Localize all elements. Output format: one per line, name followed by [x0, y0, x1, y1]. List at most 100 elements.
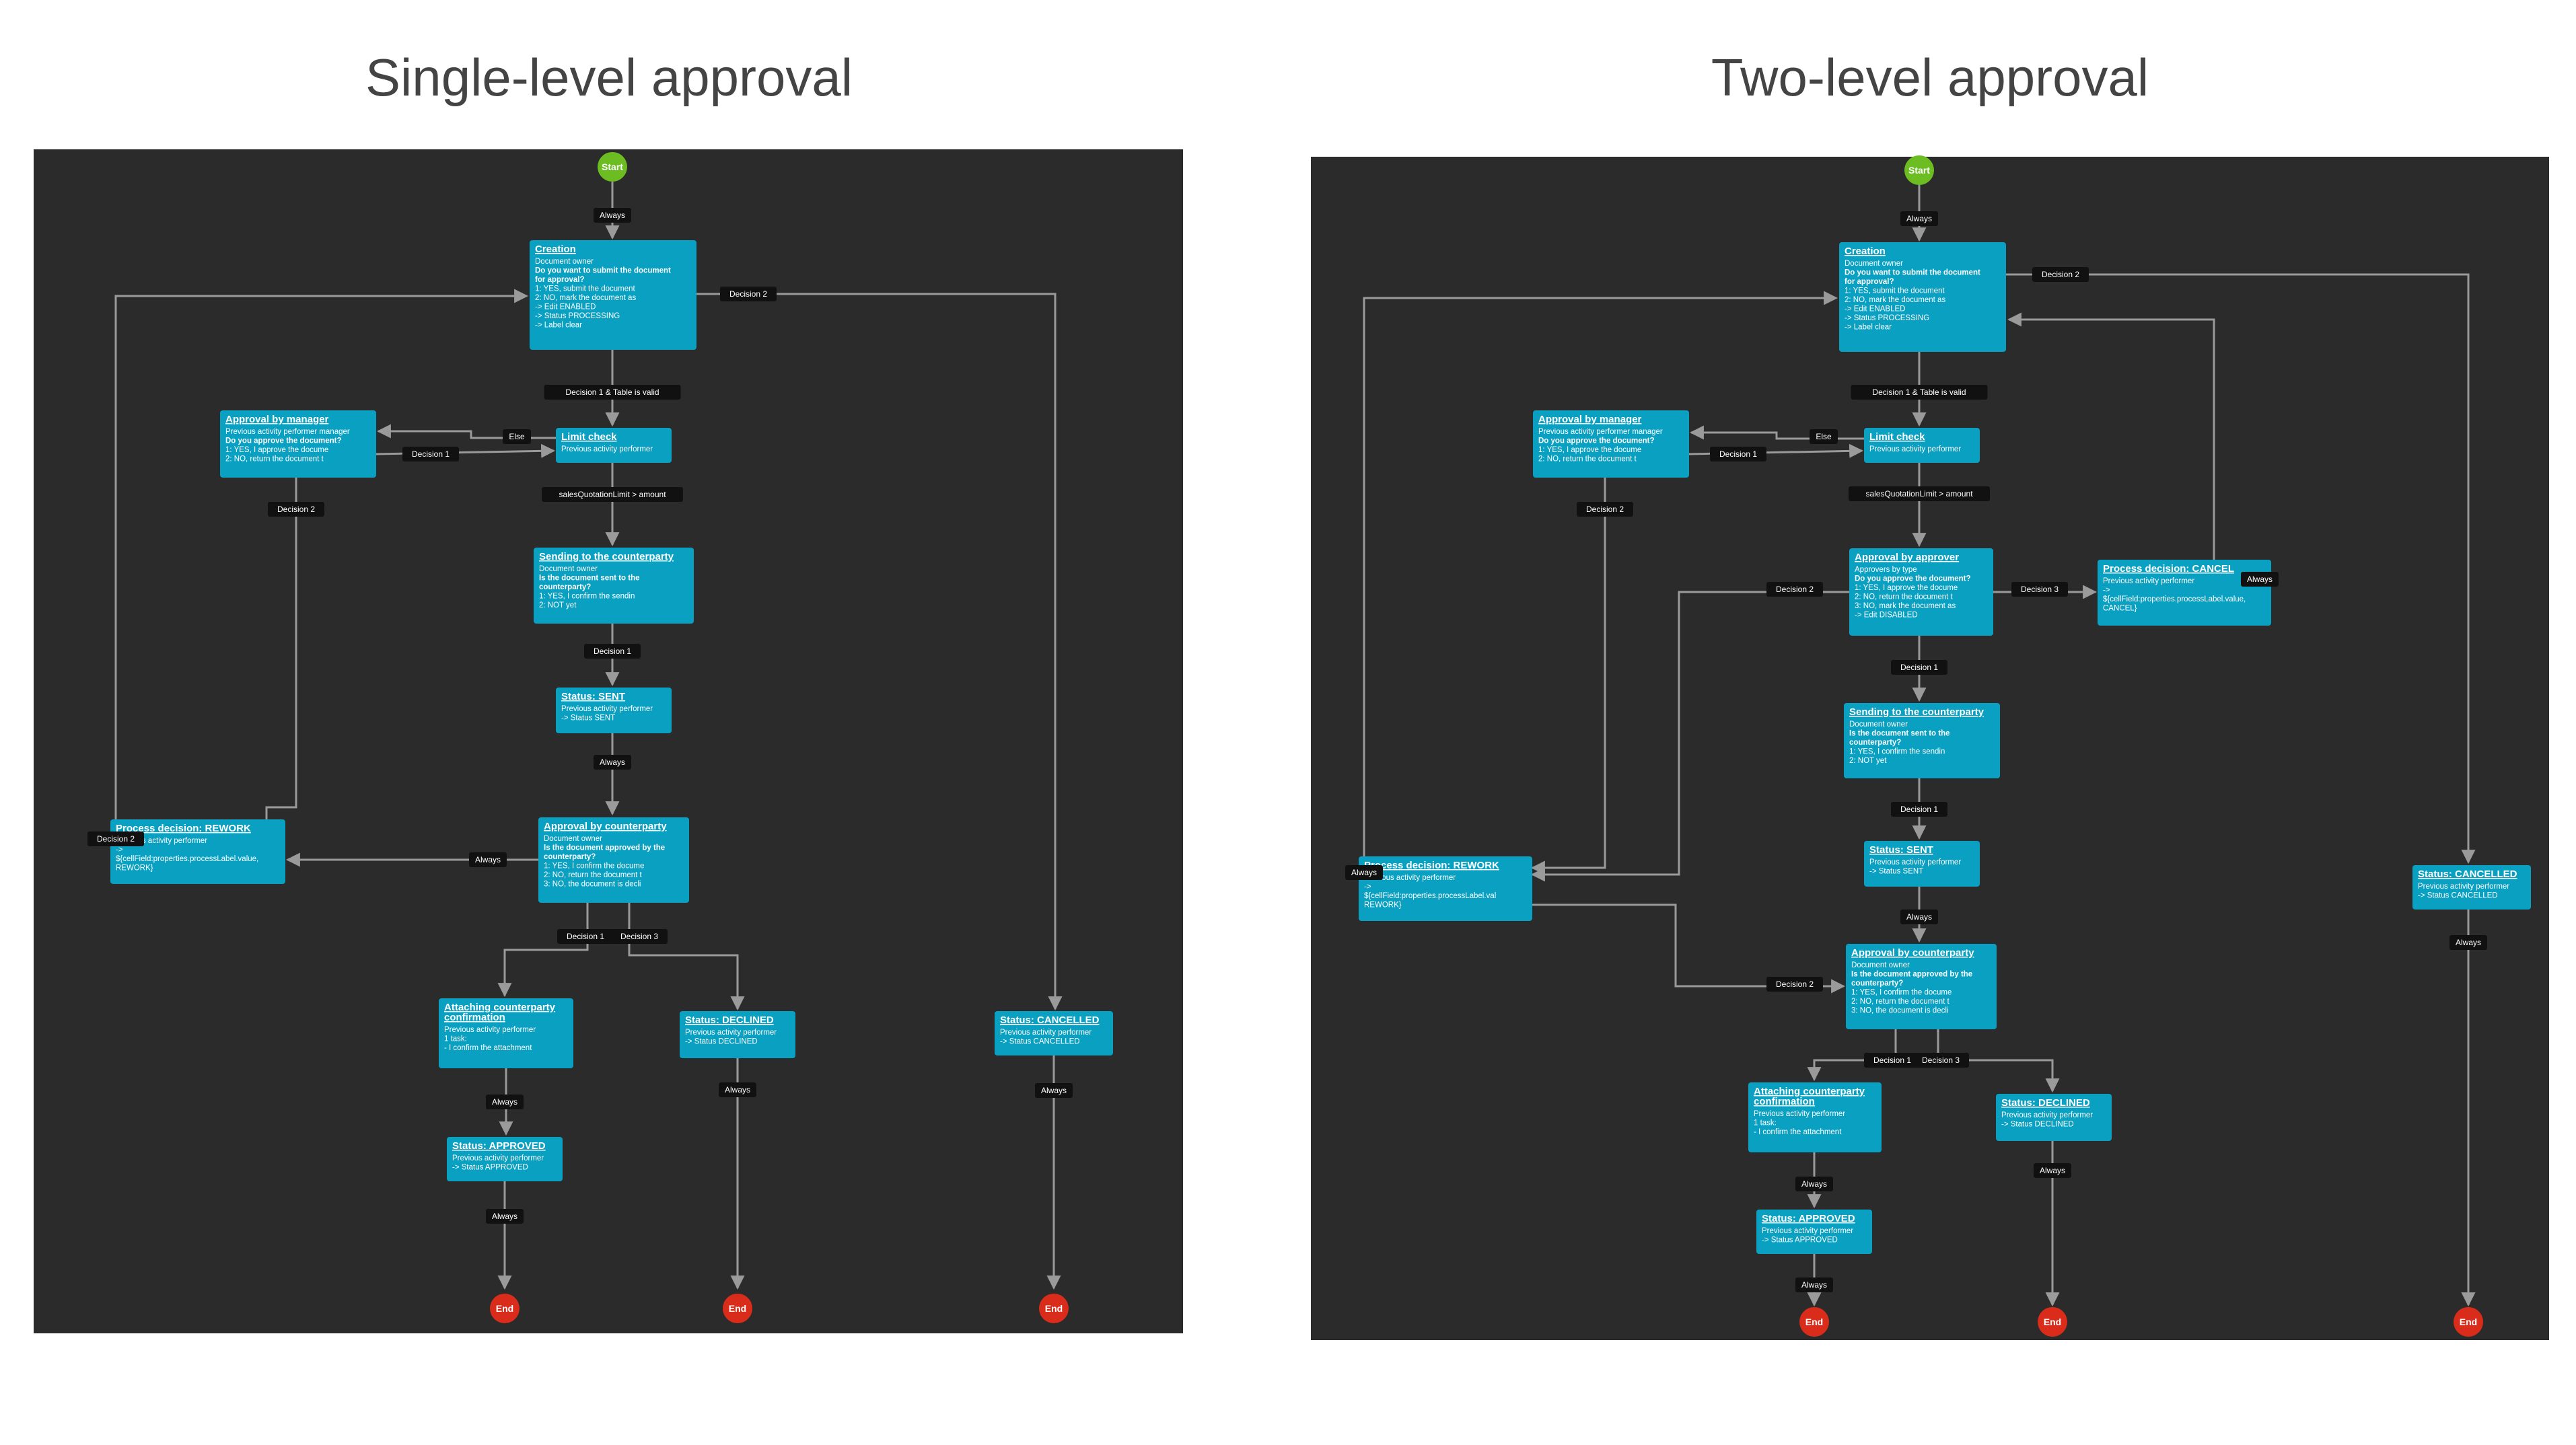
single-node-line-sending-1: Is the document sent to the [539, 575, 640, 583]
single-node-line-approved-0: Previous activity performer [452, 1154, 544, 1162]
two-node-line-attaching-2: - I confirm the attachment [1754, 1128, 1842, 1136]
two-edge-label-bg-7 [1766, 582, 1823, 597]
two-start-node[interactable]: Start [1904, 155, 1934, 185]
two-edge-label-bg-1 [2032, 267, 2089, 282]
single-edge-label-12: Decision 3 [611, 929, 668, 944]
two-node-line-sending-1: Is the document sent to the [1849, 730, 1950, 738]
two-edge-label-bg-8 [2011, 582, 2068, 597]
two-node-line-cancel-3: CANCEL} [2103, 605, 2137, 613]
two-edge-label-bg-19 [2034, 1163, 2071, 1178]
single-node-line-creation-2: for approval? [535, 276, 584, 284]
two-node-line-attaching-1: 1 task: [1754, 1119, 1777, 1127]
two-node-title-cancelled: Status: CANCELLED [2418, 868, 2517, 880]
single-node-box-approved [447, 1137, 563, 1181]
two-end-node-2[interactable]: End [2454, 1307, 2483, 1337]
single-end-label-1: End [729, 1303, 746, 1314]
single-node-line-creation-0: Document owner [535, 258, 594, 266]
two-node-line-counterparty-2: counterparty? [1851, 979, 1903, 988]
single-end-node-2[interactable]: End [1039, 1294, 1069, 1323]
two-edge-label-text-12: Always [1906, 912, 1932, 922]
single-node-box-limit [556, 428, 672, 463]
two-start-circle [1904, 155, 1934, 185]
single-node-line-counterparty-3: 1: YES, I confirm the docume [544, 862, 644, 870]
single-edge-label-bg-4 [402, 447, 459, 461]
single-edge-label-14: Always [486, 1209, 524, 1224]
single-node-line-sent-0: Previous activity performer [561, 705, 653, 713]
single-end-node-0[interactable]: End [490, 1294, 520, 1323]
two-node-attaching[interactable]: Attaching counterpartyconfirmationPrevio… [1748, 1082, 1882, 1152]
two-end-node-0[interactable]: End [1799, 1307, 1829, 1337]
two-edge-label-15: Decision 1 [1864, 1053, 1921, 1068]
two-node-box-approver [1849, 548, 1993, 636]
single-end-label-0: End [496, 1303, 513, 1314]
single-node-line-creation-1: Do you want to submit the document [535, 267, 671, 275]
single-node-line-creation-7: -> Label clear [535, 322, 582, 330]
single-node-attaching[interactable]: Attaching counterpartyconfirmationPrevio… [439, 998, 573, 1068]
two-edge-16 [1937, 1029, 2060, 1093]
two-edge-label-4: Decision 1 [1710, 447, 1766, 461]
two-edge-5 [1530, 478, 1606, 875]
two-edge-label-7: Decision 2 [1766, 582, 1823, 597]
two-node-line-counterparty-0: Document owner [1851, 961, 1910, 969]
two-edge-label-bg-4 [1710, 447, 1766, 461]
two-node-box-rework [1359, 856, 1532, 921]
single-edge-12 [628, 903, 745, 1011]
two-node-line-creation-3: 1: YES, submit the document [1845, 287, 1945, 295]
single-edge-label-bg-15 [719, 1082, 756, 1097]
single-node-title-creation: Creation [535, 244, 576, 255]
single-start-node[interactable]: Start [598, 152, 627, 182]
single-node-title-limit: Limit check [561, 431, 617, 443]
single-start-circle [598, 152, 627, 182]
two-node-box-sent [1864, 841, 1980, 887]
two-edge-14 [1532, 903, 1846, 994]
single-node-line-cancelled-1: -> Status CANCELLED [1000, 1038, 1080, 1046]
single-edge-label-text-15: Always [725, 1085, 750, 1095]
single-node-line-cancelled-0: Previous activity performer [1000, 1029, 1092, 1037]
single-edge-label-10: Decision 2 [87, 831, 144, 846]
two-node-line-sending-4: 2: NOT yet [1849, 757, 1887, 765]
single-edge-label-bg-1 [720, 287, 777, 301]
two-edge-label-14: Decision 2 [1766, 977, 1823, 992]
single-edge-label-bg-9 [469, 852, 507, 867]
two-end-node-1[interactable]: End [2038, 1307, 2067, 1337]
single-edge-label-bg-10 [87, 831, 144, 846]
single-edge-label-5: Decision 2 [268, 502, 324, 517]
single-edge-label-bg-6 [542, 487, 683, 502]
single-end-node-1[interactable]: End [723, 1294, 752, 1323]
two-edge-label-1: Decision 2 [2032, 267, 2089, 282]
two-edge-label-10: Decision 1 [1891, 660, 1947, 675]
single-end-circle-0 [490, 1294, 520, 1323]
two-edge-label-bg-18 [1795, 1277, 1833, 1292]
single-node-line-manager-1: Do you approve the document? [225, 437, 342, 445]
two-node-line-counterparty-5: 3: NO, the document is decli [1851, 1007, 1948, 1015]
two-node-title-manager: Approval by manager [1538, 414, 1642, 425]
single-edge-label-2: Decision 1 & Table is valid [544, 385, 681, 400]
two-node-box-cancelled [2412, 865, 2531, 910]
two-node-cancelled[interactable]: Status: CANCELLED Previous activity perfo… [2412, 865, 2531, 910]
single-edge-1 [696, 293, 1063, 1011]
two-edge-label-text-13: Always [1351, 868, 1377, 877]
two-node-line-cancelled-0: Previous activity performer [2418, 883, 2509, 891]
